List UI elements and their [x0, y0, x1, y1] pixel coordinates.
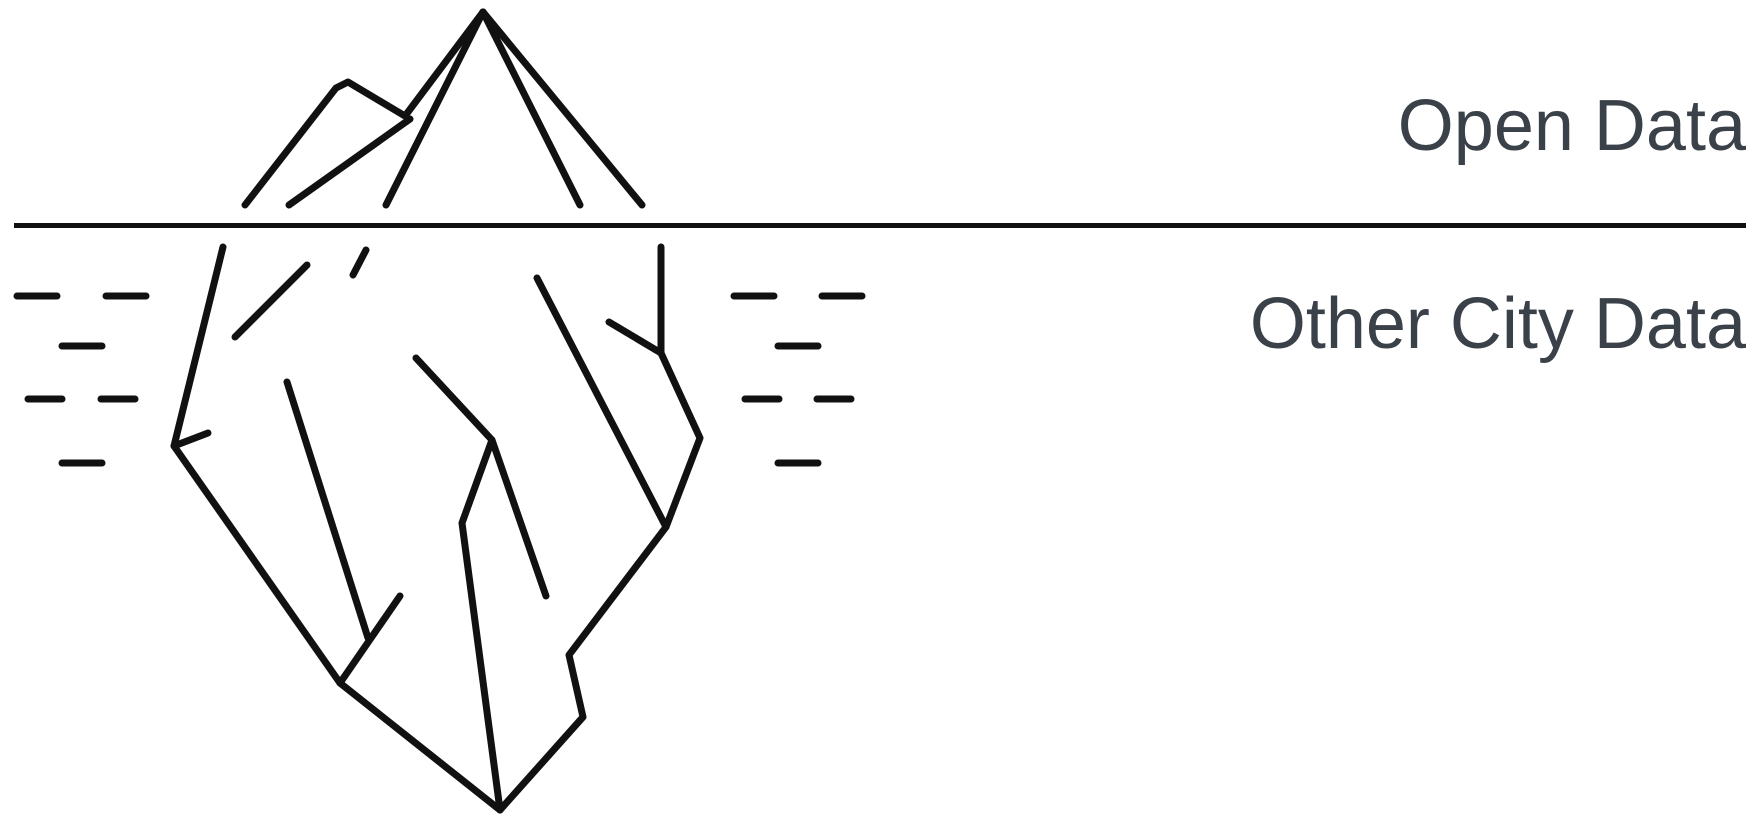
other-city-data-label: Other City Data — [1250, 288, 1746, 360]
iceberg-crack — [492, 440, 546, 596]
iceberg-crack — [235, 265, 307, 337]
iceberg-crack — [537, 278, 666, 527]
iceberg-center-left-slope — [386, 12, 483, 205]
iceberg-crack — [416, 358, 500, 810]
iceberg-underwater-right-outline — [500, 247, 700, 810]
iceberg-crack — [353, 250, 366, 275]
open-data-label: Open Data — [1398, 90, 1746, 162]
iceberg-crack — [340, 596, 400, 683]
iceberg-crack — [287, 382, 368, 638]
iceberg-crack — [609, 322, 661, 353]
iceberg-left-peak — [245, 12, 483, 205]
